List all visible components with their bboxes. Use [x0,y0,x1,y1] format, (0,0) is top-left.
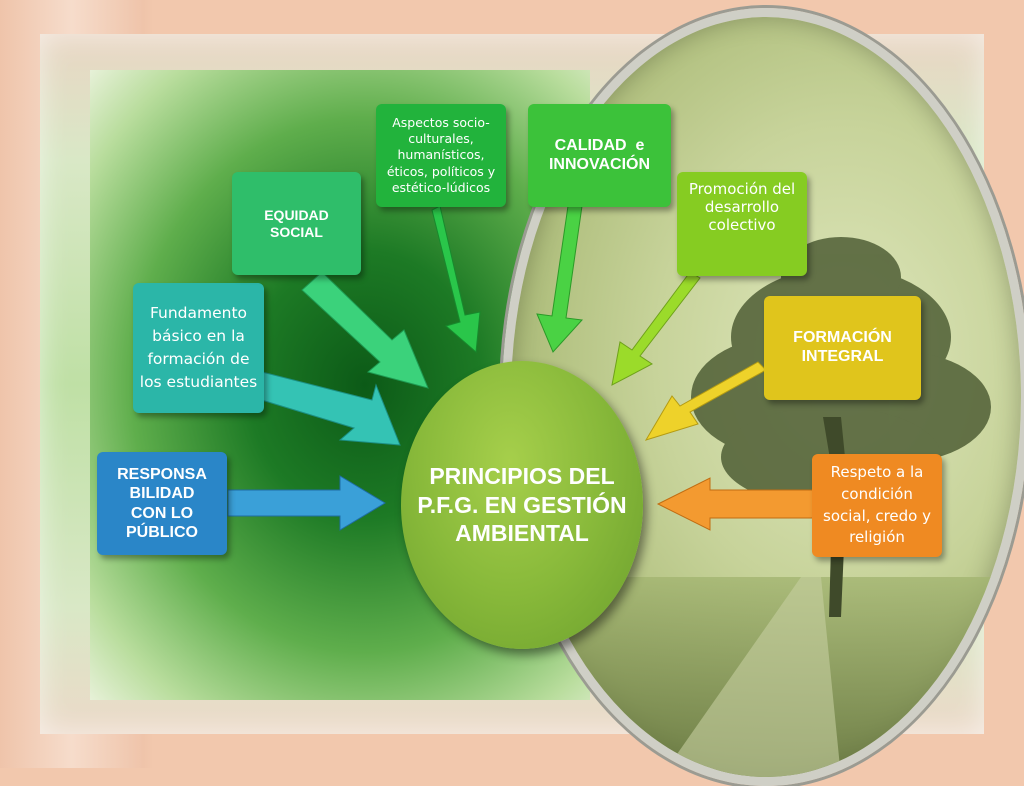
node-aspectos-line: culturales, [408,131,474,147]
node-aspectos-line: humanísticos, [397,147,485,163]
node-respeto-line: social, credo y [823,506,931,525]
center-line-2: P.F.G. EN GESTIÓN [417,491,627,518]
node-respeto-line: Respeto a la [830,463,924,481]
center-principles-circle: PRINCIPIOS DEL P.F.G. EN GESTIÓN AMBIENT… [401,361,643,649]
arrow-formacion [644,361,767,441]
node-aspectos-line: Aspectos socio- [392,114,490,130]
node-aspectos-line: estético-lúdicos [391,179,491,195]
center-line-1: PRINCIPIOS DEL [429,462,615,489]
node-responsabilidad-line: RESPONSA [117,466,207,484]
node-calidad: CALIDAD e INNOVACIÓN [528,104,671,207]
node-calidad-line: INNOVACIÓN [548,156,651,174]
node-formacion-line: FORMACIÓN [793,329,892,346]
node-fundamento: Fundamento básico en la formación de los… [133,283,264,413]
node-aspectos-line: éticos, políticos y [386,163,496,179]
arrow-fundamento [254,371,401,446]
node-formacion-line: INTEGRAL [801,348,884,366]
node-fundamento-line: los estudiantes [139,373,258,392]
node-fundamento-line: Fundamento [149,303,248,322]
node-promocion-line: desarrollo [704,198,780,216]
node-respeto-line: condición [841,484,913,503]
node-respeto: Respeto a la condición social, credo y r… [812,454,942,557]
node-respeto-line: religión [849,528,905,547]
arrow-equidad [301,271,429,389]
node-promocion-line: Promoción del [688,180,796,198]
arrow-promocion [611,271,701,386]
node-responsabilidad-line: PÚBLICO [125,523,198,541]
node-formacion: FORMACIÓN INTEGRAL [764,296,921,400]
node-fundamento-line: básico en la [152,326,245,345]
node-aspectos: Aspectos socio- culturales, humanísticos… [376,104,506,207]
node-calidad-line: CALIDAD e [554,137,645,154]
node-equidad-line: SOCIAL [270,223,323,240]
node-responsabilidad-line: BILIDAD [129,485,195,503]
center-line-3: AMBIENTAL [455,520,589,547]
node-promocion-line: colectivo [708,216,776,234]
node-equidad: EQUIDAD SOCIAL [232,172,361,275]
node-responsabilidad: RESPONSA BILIDAD CON LO PÚBLICO [97,452,227,555]
arrow-calidad [536,205,584,353]
node-promocion: Promoción del desarrollo colectivo [677,172,807,276]
arrows-layer [227,205,817,531]
arrow-aspectos [431,205,481,354]
node-responsabilidad-line: CON LO [130,504,194,522]
node-fundamento-line: formación de [147,350,250,368]
arrow-respeto [656,477,817,531]
arrow-responsabilidad [227,475,386,531]
node-equidad-line: EQUIDAD [264,206,329,223]
